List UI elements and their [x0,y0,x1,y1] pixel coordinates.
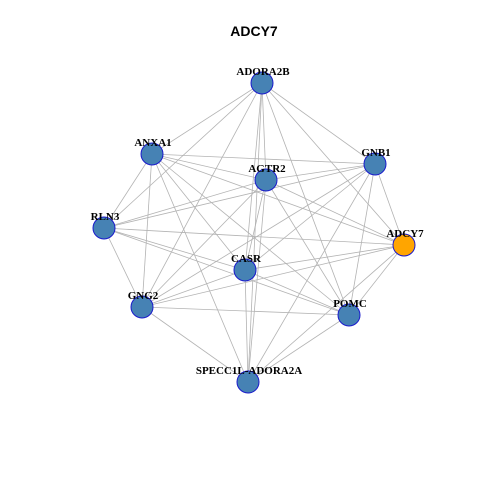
edge-adora2b-anxa1 [151,82,263,155]
edge-rln3-adcy7 [103,227,405,246]
node-circle-adora2b[interactable] [250,71,274,95]
edge-adora2b-casr [244,82,263,271]
edge-adcy7-casr [244,244,405,271]
edge-anxa1-gnb1 [151,153,376,165]
node-circle-gnb1[interactable] [363,152,387,176]
node-agtr2[interactable]: AGTR2 [248,163,286,192]
edge-rln3-gng2 [103,227,143,308]
edge-agtr2-pomc [265,179,350,316]
node-label-adcy7: ADCY7 [386,228,424,240]
edges-layer [103,82,405,383]
edge-rln3-casr [103,227,246,271]
edge-gnb1-adcy7 [374,163,405,246]
edge-anxa1-rln3 [103,153,153,229]
edge-adora2b-adcy7 [261,82,405,246]
edge-agtr2-adcy7 [265,179,405,246]
edge-agtr2-gng2 [141,179,267,308]
edge-gng2-pomc [141,306,350,316]
node-label-gng2: GNG2 [128,290,159,302]
node-circle-rln3[interactable] [92,216,116,240]
edge-pomc-specc1l-adora2a [247,314,350,383]
edge-gnb1-specc1l-adora2a [247,163,376,383]
edge-rln3-pomc [103,227,350,316]
edge-casr-specc1l-adora2a [244,269,249,383]
edge-anxa1-casr [151,153,246,271]
node-label-anxa1: ANXA1 [134,137,171,149]
node-label-adora2b: ADORA2B [236,66,290,78]
edge-gng2-specc1l-adora2a [141,306,249,383]
edge-adcy7-pomc [348,244,405,316]
edge-gnb1-agtr2 [265,163,376,181]
edge-adora2b-agtr2 [261,82,267,181]
node-label-agtr2: AGTR2 [248,163,286,175]
node-circle-gng2[interactable] [130,295,154,319]
node-label-specc1l-adora2a: SPECC1L-ADORA2A [196,365,302,377]
edge-casr-pomc [244,269,350,316]
edge-adcy7-specc1l-adora2a [247,244,405,383]
node-anxa1[interactable]: ANXA1 [134,137,172,166]
node-circle-casr[interactable] [233,258,257,282]
edge-gnb1-rln3 [103,163,376,229]
node-circle-specc1l-adora2a[interactable] [236,370,260,394]
edge-casr-gng2 [141,269,246,308]
edge-anxa1-agtr2 [151,153,267,181]
edge-anxa1-specc1l-adora2a [151,153,249,383]
edge-gnb1-casr [244,163,376,271]
edge-gnb1-gng2 [141,163,376,308]
node-label-pomc: POMC [333,298,367,310]
node-pomc[interactable]: POMC [333,298,367,327]
node-circle-anxa1[interactable] [140,142,164,166]
node-gnb1[interactable]: GNB1 [361,147,391,176]
edge-agtr2-casr [244,179,267,271]
node-label-gnb1: GNB1 [361,147,390,159]
node-adcy7[interactable]: ADCY7 [386,228,424,257]
node-rln3[interactable]: RLN3 [91,211,120,240]
edge-adora2b-gnb1 [261,82,376,165]
edge-adcy7-gng2 [141,244,405,308]
node-label-casr: CASR [231,253,262,265]
node-circle-agtr2[interactable] [254,168,278,192]
edge-anxa1-pomc [151,153,350,316]
node-circle-adcy7[interactable] [392,233,416,257]
node-label-rln3: RLN3 [91,211,120,223]
edge-agtr2-specc1l-adora2a [247,179,267,383]
graph-title: ADCY7 [230,23,278,39]
edge-agtr2-rln3 [103,179,267,229]
node-circle-pomc[interactable] [337,303,361,327]
node-specc1l-adora2a[interactable]: SPECC1L-ADORA2A [196,365,302,394]
node-casr[interactable]: CASR [231,253,262,282]
edge-adora2b-specc1l-adora2a [247,82,263,383]
node-gng2[interactable]: GNG2 [128,290,159,319]
node-adora2b[interactable]: ADORA2B [236,66,290,95]
